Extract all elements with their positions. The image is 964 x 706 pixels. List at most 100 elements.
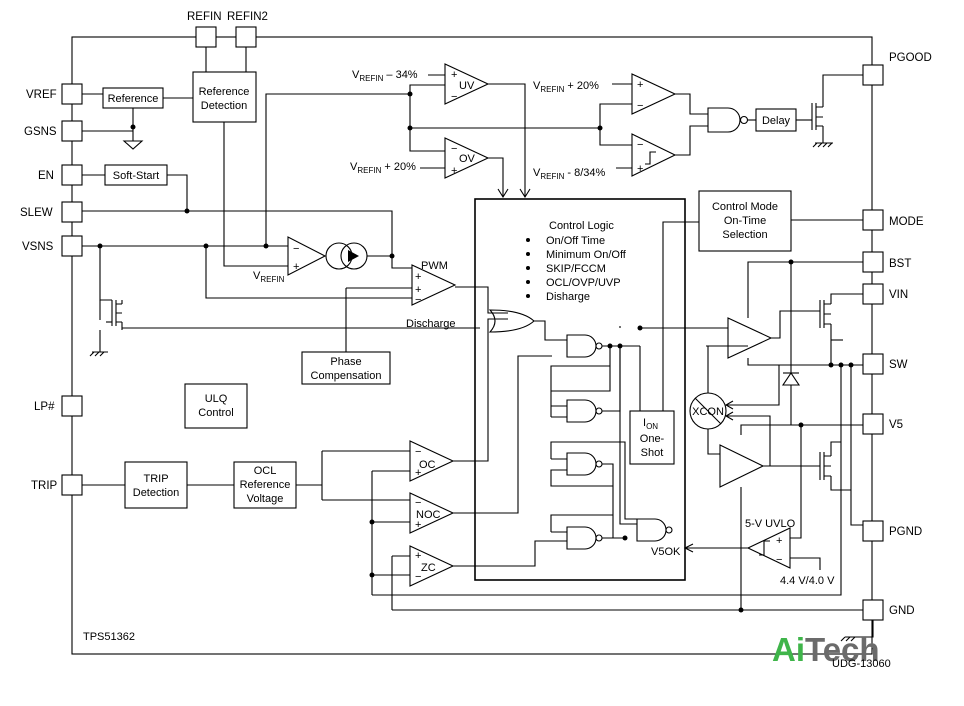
wire-oc-out xyxy=(453,318,508,462)
pin-label-v5: V5 xyxy=(889,419,903,431)
phase-comp-line2: Compensation xyxy=(311,370,382,382)
wire xyxy=(534,320,567,341)
wire-ov-out xyxy=(488,157,504,197)
junction xyxy=(607,343,613,349)
hysteresis-icon xyxy=(645,151,656,165)
junction xyxy=(637,325,643,331)
pwm-minus: − xyxy=(415,294,421,306)
hysteresis-icon xyxy=(759,540,770,556)
ulq-block xyxy=(184,383,248,429)
wire-gnd-sense xyxy=(391,555,410,610)
pin-label-vref: VREF xyxy=(26,89,57,101)
uv-thresh-label: VREFIN – 34% xyxy=(352,69,418,83)
ov-comparator xyxy=(444,137,490,179)
xcon-slash xyxy=(694,397,722,425)
oc-plus: + xyxy=(415,467,421,479)
oc-comparator xyxy=(409,440,455,482)
control-mode-block xyxy=(698,190,792,252)
wire-hs-gate xyxy=(771,310,820,339)
low-side-driver xyxy=(719,444,765,488)
pg-hi-plus: + xyxy=(637,79,643,91)
pin-label-en: EN xyxy=(38,170,54,182)
wire-ref-rail xyxy=(265,84,445,246)
zc-comparator xyxy=(409,545,455,587)
wire-bst xyxy=(747,261,863,338)
ion-one-shot-block xyxy=(629,410,675,465)
junction xyxy=(97,243,103,249)
arrow-icon xyxy=(724,400,734,410)
phase-comp-block xyxy=(301,351,391,385)
ocl-ref-line1: OCL xyxy=(254,465,277,477)
ic-outline xyxy=(71,36,873,655)
control-logic-title: Control Logic xyxy=(549,220,614,232)
uv-comparator xyxy=(444,63,490,105)
left-pins xyxy=(61,83,83,496)
figure-code: UDG-13060 xyxy=(832,658,891,670)
wire-ion xyxy=(639,221,699,411)
control-logic-item: Minimum On/Off xyxy=(546,249,627,261)
reference-detection-line1: Reference xyxy=(199,86,250,98)
wire-xcon-sw xyxy=(726,365,780,406)
control-mode-line2: On-Time xyxy=(724,215,766,227)
wire-slew xyxy=(82,210,412,269)
pin-label-vsns: VSNS xyxy=(22,241,54,253)
wire-sw-sense xyxy=(371,470,410,595)
control-logic-item: OCL/OVP/UVP xyxy=(546,277,621,289)
pwm-label: PWM xyxy=(421,260,448,272)
xcon-label: XCON xyxy=(692,406,724,418)
zc-label: ZC xyxy=(421,562,436,574)
one-shot-line1: One- xyxy=(640,433,665,445)
junction xyxy=(369,572,375,578)
discharge-fet xyxy=(89,300,123,357)
wire-noc-out xyxy=(453,355,552,514)
wire-latch2 xyxy=(550,441,637,539)
delay-label: Delay xyxy=(762,115,791,127)
pin-label-mode: MODE xyxy=(889,216,924,228)
wire-ocl xyxy=(321,450,410,501)
uvlo-thresh-label: 4.4 V/4.0 V xyxy=(780,575,835,587)
junction xyxy=(369,519,375,525)
or-gate xyxy=(488,309,535,333)
inverter-bubble xyxy=(739,115,749,125)
pwm-comparator xyxy=(411,264,457,306)
pin-refin2 xyxy=(235,26,257,48)
wire-v5 xyxy=(740,424,863,435)
one-shot-line2: Shot xyxy=(641,447,664,459)
wire-hs-drive xyxy=(619,326,728,329)
wire-xcon-ls xyxy=(726,415,771,466)
ground-symbol xyxy=(122,140,144,150)
ov-plus: + xyxy=(451,165,457,177)
junction xyxy=(788,259,794,265)
control-mode-line3: Selection xyxy=(722,229,767,241)
pin-label-trip: TRIP xyxy=(31,480,58,492)
right-pins xyxy=(862,64,884,621)
reference-detection-block xyxy=(192,71,257,123)
discharge-label: Discharge xyxy=(406,318,456,330)
ov-thresh-label: VREFIN + 20% xyxy=(350,161,416,175)
wire-vref xyxy=(82,93,193,141)
control-logic-item: Disharge xyxy=(546,291,590,303)
uv-label: UV xyxy=(459,80,475,92)
ov-label: OV xyxy=(459,153,476,165)
pg-lo-minus: − xyxy=(637,139,643,151)
ulq-line1: ULQ xyxy=(205,393,228,405)
high-side-driver xyxy=(727,317,773,359)
junction xyxy=(389,253,395,259)
pg-lo-thresh-label: VREFIN - 8/34% xyxy=(533,167,606,181)
error-amp-plus: + xyxy=(293,261,299,273)
pwm-plus2: + xyxy=(415,284,421,296)
uvlo-minus: − xyxy=(776,554,782,566)
pin-label-gsns: GSNS xyxy=(24,126,57,138)
trip-detection-line1: TRIP xyxy=(143,473,168,485)
part-number: TPS51362 xyxy=(83,631,135,643)
pin-label-refin2: REFIN2 xyxy=(227,11,268,23)
v5ok-label: V5OK xyxy=(651,546,681,558)
wire-latch3 xyxy=(619,346,637,525)
control-logic-item: On/Off Time xyxy=(546,235,605,247)
pin-label-pgnd: PGND xyxy=(889,526,922,538)
wire-pg-thresh xyxy=(612,83,632,169)
oc-minus: − xyxy=(415,446,421,458)
junction xyxy=(130,124,136,130)
ocl-ref-block xyxy=(233,461,297,509)
